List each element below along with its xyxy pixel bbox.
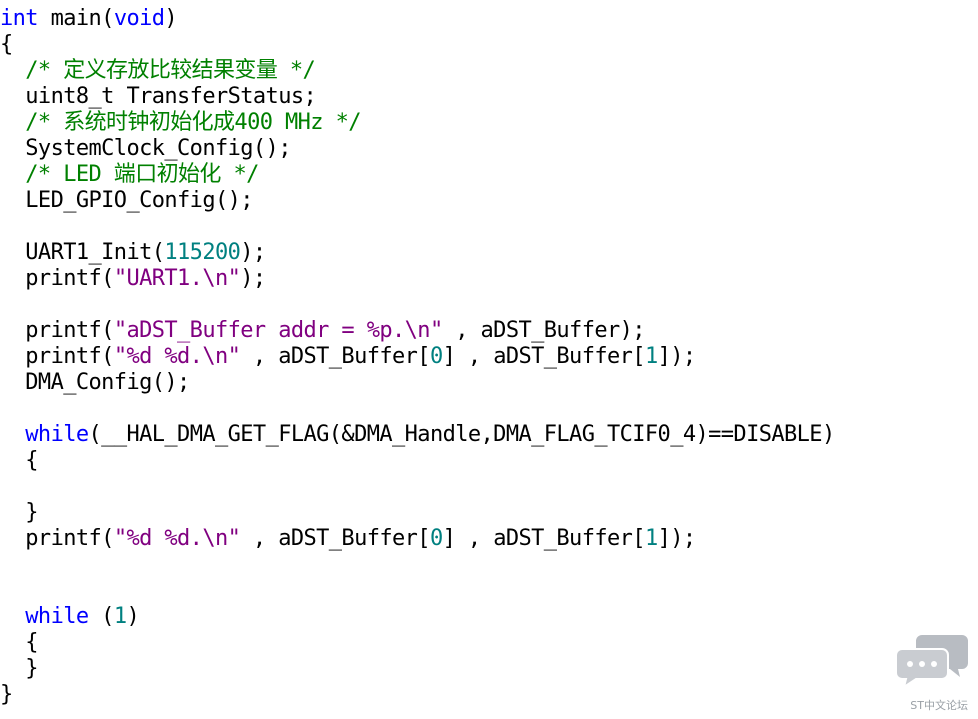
string-token: "%d %d.\n" [113, 526, 241, 551]
code-line[interactable] [0, 292, 900, 318]
code-token: printf( [0, 526, 114, 551]
code-line[interactable]: { [0, 448, 900, 474]
string-token: "aDST_Buffer addr = %p.\n" [113, 318, 443, 343]
code-token: ( [88, 604, 114, 629]
code-token: SystemClock_Config(); [0, 136, 291, 161]
number-token: 0 [429, 344, 443, 369]
keyword-token: void [113, 6, 165, 31]
code-line[interactable]: printf("aDST_Buffer addr = %p.\n" , aDST… [0, 318, 900, 344]
code-token: UART1_Init( [0, 240, 165, 265]
code-line[interactable]: int main(void) [0, 6, 900, 32]
code-line[interactable]: printf("%d %d.\n" , aDST_Buffer[0] , aDS… [0, 526, 900, 552]
code-editor[interactable]: int main(void){ /* 定义存放比较结果变量 */ uint8_t… [0, 6, 900, 708]
code-token: ) [164, 6, 178, 31]
string-token: "%d %d.\n" [113, 344, 241, 369]
code-token: ); [240, 266, 266, 291]
code-token: , aDST_Buffer[ [240, 526, 431, 551]
code-line[interactable]: /* 定义存放比较结果变量 */ [0, 58, 900, 84]
code-token: main( [37, 6, 115, 31]
watermark-text: ST中文论坛 [910, 699, 968, 712]
keyword-token: while [0, 604, 89, 629]
code-token: DMA_Config(); [0, 370, 190, 395]
comment-token: /* 定义存放比较结果变量 */ [0, 58, 316, 83]
code-token: } [0, 682, 13, 707]
number-token: 115200 [164, 240, 241, 265]
code-token: } [0, 656, 38, 681]
string-token: "UART1.\n" [113, 266, 241, 291]
code-line[interactable]: /* LED 端口初始化 */ [0, 162, 900, 188]
code-line[interactable] [0, 474, 900, 500]
code-token: , aDST_Buffer); [442, 318, 645, 343]
code-token: { [0, 630, 38, 655]
code-token: uint8_t TransferStatus; [0, 84, 317, 109]
code-line[interactable]: printf("UART1.\n"); [0, 266, 900, 292]
code-line[interactable]: while (1) [0, 604, 900, 630]
comment-token: /* LED 端口初始化 */ [0, 162, 259, 187]
number-token: 1 [113, 604, 127, 629]
code-line[interactable]: SystemClock_Config(); [0, 136, 900, 162]
code-token: (__HAL_DMA_GET_FLAG(&DMA_Handle,DMA_FLAG… [88, 422, 836, 447]
code-token: ]); [657, 344, 697, 369]
code-line[interactable] [0, 578, 900, 604]
code-token: LED_GPIO_Config(); [0, 188, 253, 213]
code-line[interactable]: } [0, 656, 900, 682]
keyword-token: while [0, 422, 89, 447]
chat-bubbles-icon [896, 635, 968, 689]
code-line[interactable]: } [0, 682, 900, 708]
code-token: ]); [657, 526, 697, 551]
code-token: { [0, 32, 13, 57]
code-line[interactable]: uint8_t TransferStatus; [0, 84, 900, 110]
code-token: } [0, 500, 38, 525]
comment-token: /* 系统时钟初始化成400 MHz */ [0, 110, 361, 135]
code-token: printf( [0, 266, 114, 291]
code-token: , aDST_Buffer[ [240, 344, 431, 369]
code-token: ] , aDST_Buffer[ [442, 344, 646, 369]
code-line[interactable] [0, 396, 900, 422]
code-token: ) [126, 604, 140, 629]
code-token: printf( [0, 344, 114, 369]
code-line[interactable]: DMA_Config(); [0, 370, 900, 396]
code-line[interactable]: { [0, 630, 900, 656]
code-line[interactable]: printf("%d %d.\n" , aDST_Buffer[0] , aDS… [0, 344, 900, 370]
number-token: 0 [429, 526, 443, 551]
number-token: 1 [644, 344, 658, 369]
watermark: ST中文论坛 [894, 633, 970, 713]
code-line[interactable]: LED_GPIO_Config(); [0, 188, 900, 214]
code-line[interactable]: } [0, 500, 900, 526]
code-line[interactable]: { [0, 32, 900, 58]
number-token: 1 [644, 526, 658, 551]
code-line[interactable]: UART1_Init(115200); [0, 240, 900, 266]
code-token: ); [240, 240, 266, 265]
code-line[interactable] [0, 552, 900, 578]
code-line[interactable] [0, 214, 900, 240]
code-token: ] , aDST_Buffer[ [442, 526, 646, 551]
code-line[interactable]: while(__HAL_DMA_GET_FLAG(&DMA_Handle,DMA… [0, 422, 900, 448]
keyword-token: int [0, 6, 39, 31]
code-token: printf( [0, 318, 114, 343]
code-line[interactable]: /* 系统时钟初始化成400 MHz */ [0, 110, 900, 136]
code-token: { [0, 448, 38, 473]
